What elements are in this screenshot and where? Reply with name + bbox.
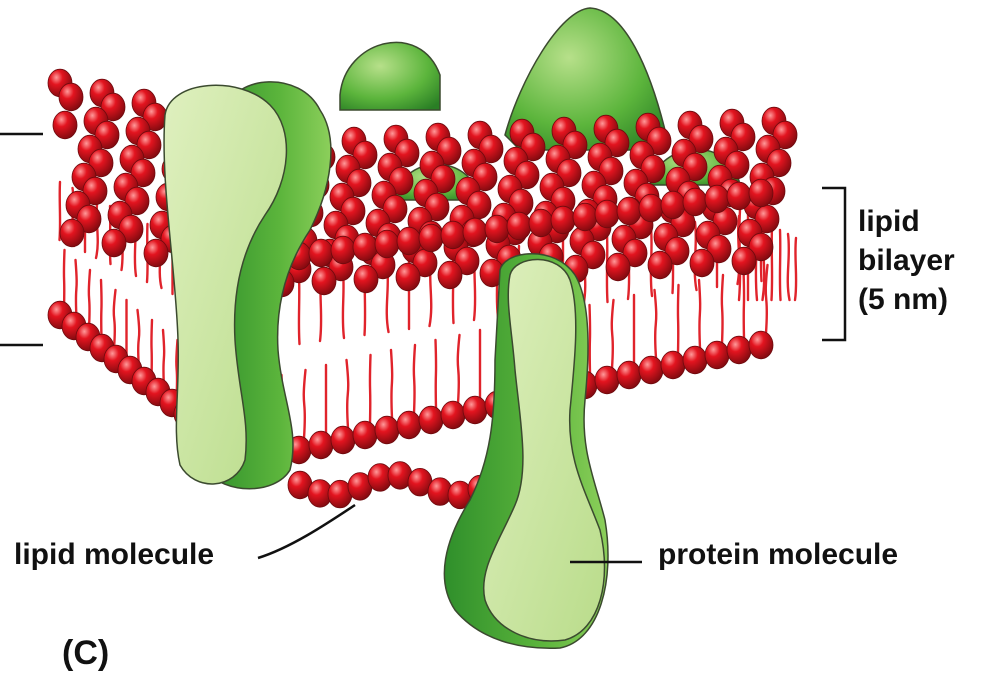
lipid-tail — [788, 234, 790, 300]
lipid-molecule-label: lipid molecule — [14, 538, 214, 572]
lipid-tail — [722, 275, 723, 343]
lipid-head — [441, 221, 465, 249]
lipid-head — [529, 209, 553, 237]
lipid-head — [617, 197, 641, 225]
lipid-head — [312, 267, 336, 295]
lipid-head — [551, 206, 575, 234]
lipid-tail — [347, 360, 349, 428]
lipid-tail — [655, 290, 657, 358]
lipid-head — [396, 263, 420, 291]
lipid-head — [606, 253, 630, 281]
lipid-head — [331, 236, 355, 264]
lipid-tail — [795, 238, 796, 300]
lipid-head — [639, 356, 663, 384]
lipid-head — [419, 406, 443, 434]
bilayer-bracket — [822, 188, 845, 340]
lipid-head — [419, 224, 443, 252]
lipid-tail — [766, 265, 768, 333]
lipid-head — [507, 212, 531, 240]
lipid-head — [60, 219, 84, 247]
lipid-head — [353, 421, 377, 449]
lipid-head — [309, 431, 333, 459]
lipid-head — [705, 185, 729, 213]
lipid-head — [648, 251, 672, 279]
lipid-head — [661, 351, 685, 379]
lipid-tail — [299, 276, 300, 344]
lipid-head — [617, 361, 641, 389]
lipid-tail — [744, 270, 745, 338]
lipid-head — [59, 83, 83, 111]
lipid-head — [690, 249, 714, 277]
lipid-head — [727, 336, 751, 364]
lipid-head — [595, 366, 619, 394]
lipid-tail — [436, 340, 437, 408]
lipid-head — [144, 239, 168, 267]
lipid-tail — [304, 370, 306, 438]
lipid-head — [309, 239, 333, 267]
lipid-bilayer-label: lipid bilayer (5 nm) — [858, 202, 955, 319]
lipid-tail — [370, 355, 371, 423]
lipid-head — [375, 416, 399, 444]
lipid-tail — [151, 320, 152, 378]
lipid-head — [595, 200, 619, 228]
lipid-head — [331, 426, 355, 454]
lipid-head — [683, 346, 707, 374]
lipid-head — [102, 229, 126, 257]
lipid-tail — [89, 270, 90, 328]
lipid-head — [573, 203, 597, 231]
lipid-head — [639, 194, 663, 222]
lipid-head — [354, 265, 378, 293]
protein-dome-back — [340, 42, 440, 110]
lipid-head — [485, 215, 509, 243]
lipid-tail — [64, 250, 65, 308]
lipid-head — [353, 233, 377, 261]
lipid-head — [463, 396, 487, 424]
lipid-tail — [101, 280, 102, 338]
lipid-bilayer-label-line2: bilayer — [858, 241, 955, 280]
lipid-head — [727, 182, 751, 210]
lipid-tail — [772, 226, 773, 300]
lipid-head — [705, 341, 729, 369]
lipid-tail — [391, 350, 392, 418]
lipid-head — [732, 247, 756, 275]
protein-molecule-label: protein molecule — [658, 538, 898, 572]
lipid-head — [53, 111, 77, 139]
lipid-tail — [414, 345, 415, 413]
lipid-bilayer-label-line1: lipid — [858, 202, 955, 241]
lipid-tail — [76, 260, 77, 318]
lipid-head — [375, 230, 399, 258]
lipid-head — [438, 261, 462, 289]
lipid-tail — [678, 285, 679, 353]
lipid-head — [397, 227, 421, 255]
lipid-tail — [114, 290, 116, 348]
lipid-tail — [699, 280, 700, 348]
lipid-head — [441, 401, 465, 429]
panel-label: (C) — [62, 634, 109, 673]
lipid-head — [397, 411, 421, 439]
lipid-head — [463, 218, 487, 246]
lipid-tail — [590, 305, 591, 373]
lipid-tail — [780, 230, 781, 300]
lipid-tail — [612, 300, 614, 368]
lipid-head — [749, 179, 773, 207]
lipid-tail — [458, 335, 460, 403]
lipid-head — [661, 191, 685, 219]
lipid-molecule-leader — [258, 505, 355, 558]
lipid-head — [749, 331, 773, 359]
lipid-head — [683, 188, 707, 216]
lipid-bilayer-label-line3: (5 nm) — [858, 280, 955, 319]
